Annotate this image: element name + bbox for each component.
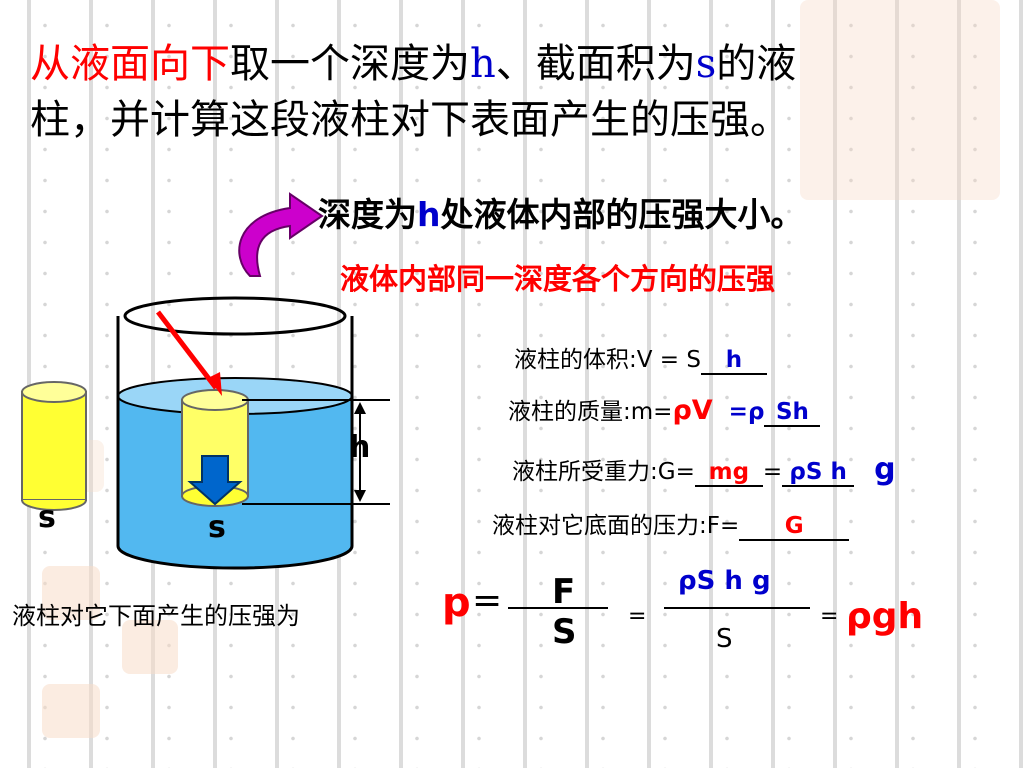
decorative-seal-top-right xyxy=(800,0,1000,200)
subtitle-h: h xyxy=(417,195,441,234)
left-cylinder-base xyxy=(21,499,87,511)
title-s: s xyxy=(695,41,717,87)
pressure-num-F: F xyxy=(552,572,576,612)
title-h: h xyxy=(470,41,496,87)
title-text-a: 取一个深度为 xyxy=(230,41,470,87)
left-cylinder-body xyxy=(21,391,87,501)
liquid-column-diagram xyxy=(21,296,390,570)
formula-gravity: 液柱所受重力:G=mg=ρS h g xyxy=(512,452,896,487)
pressure-result: ρgh xyxy=(846,596,924,637)
red-note: 液体内部同一深度各个方向的压强 xyxy=(340,262,776,296)
formula-force: 液柱对它底面的压力:F=G xyxy=(492,506,850,541)
dim-arrow-up-icon xyxy=(354,402,366,414)
gravity-eq: = xyxy=(762,459,783,485)
mass-answer-1: ρV xyxy=(672,395,713,426)
beaker-top-rim xyxy=(123,296,347,336)
gravity-answer-2: ρS h xyxy=(782,459,855,487)
gravity-g: g xyxy=(874,452,896,487)
label-h: h xyxy=(349,430,371,465)
mass-eq: = xyxy=(728,399,748,425)
force-label: 液柱对它底面的压力:F= xyxy=(492,513,740,539)
title-text-b: 、截面积为 xyxy=(495,41,696,87)
force-answer: G xyxy=(739,513,850,541)
decorative-seal-3 xyxy=(42,684,100,738)
gravity-label: 液柱所受重力:G= xyxy=(512,459,695,485)
fraction-bar-2 xyxy=(664,607,810,609)
title-highlight: 从液面向下 xyxy=(30,41,230,87)
decorative-seal-1 xyxy=(42,566,100,620)
pressure-eq-2: = xyxy=(628,604,647,629)
title-text-c: 的液 xyxy=(716,41,797,87)
inner-column-top xyxy=(181,389,249,411)
pressure-label: 液柱对它下面产生的压强为 xyxy=(12,602,300,630)
pressure-den-2: S xyxy=(716,624,733,654)
red-pointer-arrow xyxy=(156,310,218,390)
subtitle-prefix: 深度为 xyxy=(318,195,417,234)
mass-label: 液柱的质量:m= xyxy=(508,399,673,425)
left-cylinder-top xyxy=(21,381,87,403)
decorative-seal-2 xyxy=(122,620,178,674)
mass-answer-2: Sh xyxy=(764,399,821,427)
title-line-2: 柱，并计算这段液柱对下表面产生的压强。 xyxy=(30,97,790,143)
curved-arrow-icon xyxy=(238,192,324,277)
pressure-eq-1: = xyxy=(472,580,503,621)
mass-rho: ρ xyxy=(747,399,765,425)
dim-arrow-down-icon xyxy=(354,490,366,502)
fraction-bar-1 xyxy=(508,607,608,609)
pressure-num-2: ρS h g xyxy=(678,566,771,596)
label-s-right: s xyxy=(208,510,226,545)
down-arrow-icon xyxy=(187,455,243,506)
pressure-p: p xyxy=(442,580,471,626)
subtitle-suffix: 处液体内部的压强大小。 xyxy=(440,195,804,234)
pressure-den-S: S xyxy=(552,612,577,652)
subtitle: 深度为h处液体内部的压强大小。 xyxy=(318,188,804,236)
beaker-bottom xyxy=(116,545,354,570)
volume-label: 液柱的体积:V = S xyxy=(514,347,701,373)
title-line-1: 从液面向下取一个深度为h、截面积为s的液 xyxy=(30,38,796,90)
red-arrow-head-icon xyxy=(208,372,222,396)
pressure-eq-3: = xyxy=(820,604,839,629)
gravity-answer-1: mg xyxy=(694,459,763,487)
volume-answer: h xyxy=(700,347,767,375)
label-s-left: s xyxy=(38,500,56,535)
